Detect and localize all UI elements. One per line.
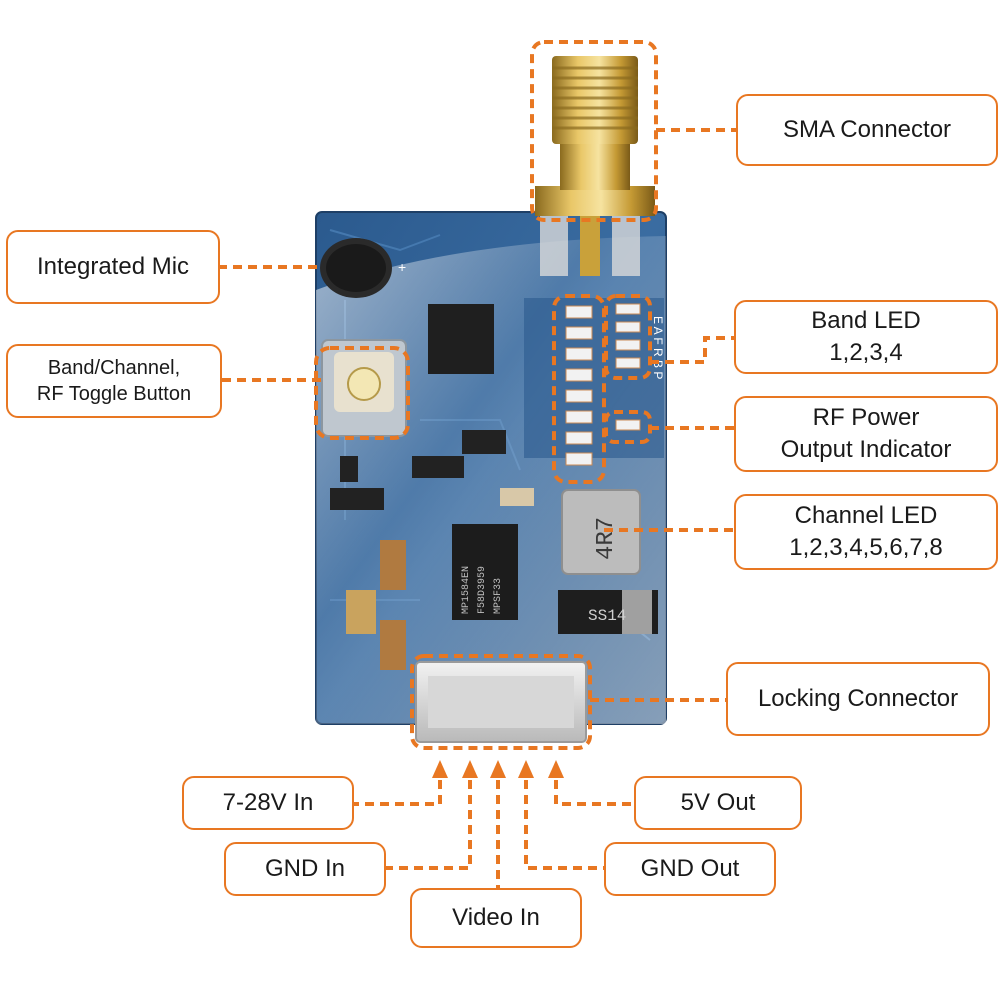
- callout-sma-connector: SMA Connector: [736, 94, 998, 166]
- callout-gnd-in: GND In: [224, 842, 386, 896]
- leader-7-28v: [354, 780, 442, 806]
- pin-arrows: [432, 760, 564, 778]
- band-led: [615, 303, 641, 315]
- svg-text:+: +: [398, 259, 406, 275]
- callout-7-28v-in: 7-28V In: [182, 776, 354, 830]
- arrow-pin-4: [518, 760, 534, 778]
- leader-lines: [218, 128, 736, 888]
- inductor: 4R7: [561, 489, 641, 575]
- label-locking-connector: Locking Connector: [757, 685, 959, 713]
- arrow-pin-5: [548, 760, 564, 778]
- label-rf-power: RF Power Output Indicator: [780, 404, 952, 463]
- callout-gnd-out: GND Out: [604, 842, 776, 896]
- highlight-boxes: [314, 40, 658, 750]
- inductor-marking: 4R7: [593, 517, 620, 560]
- label-gnd-in: GND In: [264, 855, 345, 883]
- band-led: [615, 339, 641, 351]
- arrow-pin-3: [490, 760, 506, 778]
- channel-led: [565, 452, 593, 466]
- callout-band-channel-button: Band/Channel, RF Toggle Button: [6, 344, 222, 418]
- leader-band-led: [650, 336, 734, 364]
- callout-band-led: Band LED 1,2,3,4: [734, 300, 998, 374]
- label-video-in: Video In: [452, 904, 540, 932]
- label-sma-connector: SMA Connector: [782, 116, 952, 144]
- band-led: [615, 321, 641, 333]
- band-led: [615, 357, 641, 369]
- channel-led: [565, 347, 593, 361]
- highlight-locking-connector: [410, 654, 592, 750]
- callout-5v-out: 5V Out: [634, 776, 802, 830]
- label-integrated-mic: Integrated Mic: [36, 253, 190, 281]
- label-7-28v-in: 7-28V In: [222, 789, 314, 817]
- channel-led: [565, 368, 593, 382]
- arrow-pin-1: [432, 760, 448, 778]
- channel-led: [565, 389, 593, 403]
- channel-led: [565, 431, 593, 445]
- push-button-icon: [321, 339, 407, 437]
- channel-led: [565, 305, 593, 319]
- label-gnd-out: GND Out: [640, 855, 740, 883]
- band-letters: E A F R B P: [651, 316, 665, 379]
- highlight-channel-leds: [552, 294, 606, 484]
- channel-led: [565, 410, 593, 424]
- diode-marking: SS14: [588, 607, 626, 625]
- callout-channel-led: Channel LED 1,2,3,4,5,6,7,8: [734, 494, 998, 570]
- leader-gnd-in: [386, 780, 472, 870]
- diode: SS14: [558, 590, 658, 634]
- microphone-icon: +: [320, 238, 406, 298]
- smd-components: [330, 430, 534, 670]
- led-icon: E A F R B P: [524, 298, 665, 466]
- callout-integrated-mic: Integrated Mic: [6, 230, 220, 304]
- arrow-pin-2: [462, 760, 478, 778]
- callout-locking-connector: Locking Connector: [726, 662, 990, 736]
- highlight-button: [314, 346, 410, 440]
- callout-video-in: Video In: [410, 888, 582, 948]
- highlight-band-leds: [604, 294, 652, 380]
- qfn-chip: [428, 304, 494, 374]
- callout-rf-power: RF Power Output Indicator: [734, 396, 998, 472]
- locking-connector-part: [415, 661, 587, 743]
- leader-gnd-out: [524, 780, 604, 870]
- leader-5v-out: [554, 780, 634, 806]
- channel-led: [565, 326, 593, 340]
- label-channel-led: Channel LED 1,2,3,4,5,6,7,8: [789, 502, 943, 561]
- rf-power-led: [615, 419, 641, 431]
- label-5v-out: 5V Out: [680, 789, 756, 817]
- sma-connector-icon: [535, 56, 655, 276]
- label-band-led: Band LED 1,2,3,4: [811, 307, 921, 366]
- label-band-channel-button: Band/Channel, RF Toggle Button: [36, 356, 192, 405]
